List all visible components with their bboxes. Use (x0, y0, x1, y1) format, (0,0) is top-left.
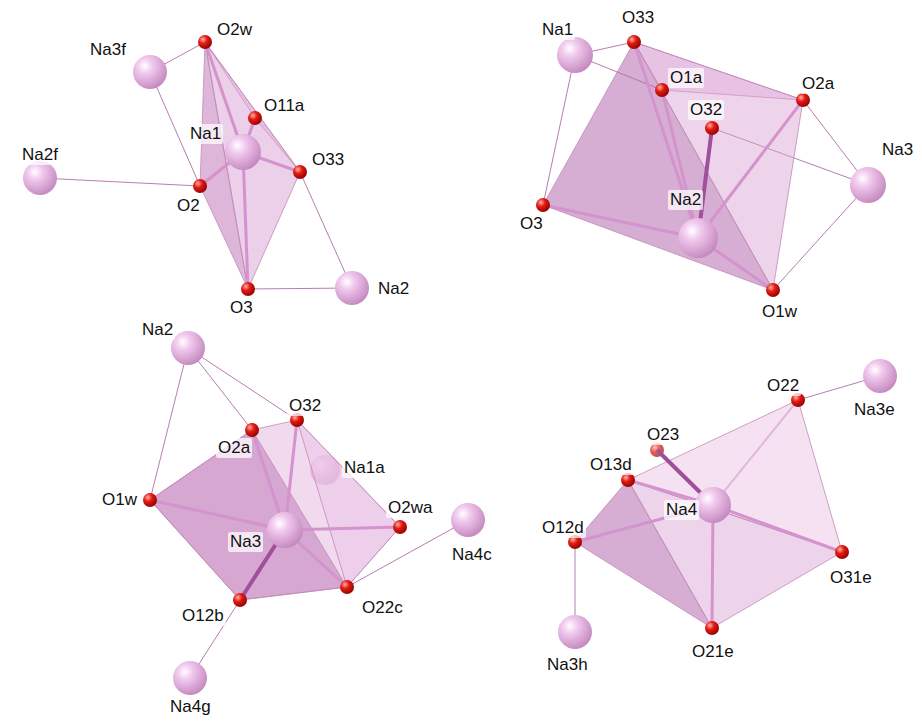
sodium-atom (133, 55, 167, 89)
bond (150, 500, 285, 530)
sodium-atom (558, 615, 592, 649)
sodium-atom (863, 359, 897, 393)
atom-label: Na2 (376, 279, 411, 299)
atom-label: O22c (360, 598, 405, 618)
oxygen-atom (835, 545, 849, 559)
na3-polyhedron (143, 331, 485, 695)
oxygen-atom (340, 580, 354, 594)
sodium-atom (23, 161, 57, 195)
contact-line (188, 348, 297, 420)
polyhedron-face (634, 42, 803, 290)
atom-label: O1w (100, 490, 139, 510)
bond (713, 400, 798, 505)
sodium-atom (678, 218, 718, 258)
oxygen-atom (245, 423, 259, 437)
atom-label: Na3h (545, 655, 590, 675)
sodium-atom (451, 503, 485, 537)
atom-label: Na3 (228, 532, 263, 552)
sodium-atom (557, 37, 593, 73)
polyhedron-face (150, 420, 400, 600)
atom-label: O1w (760, 302, 799, 322)
atom-label: Na4 (664, 500, 699, 520)
oxygen-atom (627, 35, 641, 49)
oxygen-atom (621, 473, 635, 487)
sodium-atom (335, 271, 369, 305)
polyhedron-face (205, 42, 300, 289)
atom-label: Na2 (668, 190, 703, 210)
oxygen-atom (705, 621, 719, 635)
atom-label: Na3 (880, 140, 915, 160)
atom-label: O22 (765, 376, 801, 396)
atom-label: O2a (800, 74, 836, 94)
oxygen-atom (233, 593, 247, 607)
atom-label: Na1 (188, 124, 223, 144)
oxygen-atom (241, 282, 255, 296)
sodium-atom (173, 661, 207, 695)
oxygen-atom (393, 520, 407, 534)
atom-label: O31e (828, 568, 874, 588)
bond (713, 505, 842, 552)
oxygen-atom (766, 283, 780, 297)
oxygen-atom (198, 35, 212, 49)
contact-line (40, 178, 200, 186)
atom-label: O11a (262, 96, 306, 116)
atom-label: O23 (645, 425, 681, 445)
oxygen-atom (193, 179, 207, 193)
na2-polyhedron (536, 35, 886, 297)
atom-label: O12d (540, 518, 586, 538)
oxygen-atom (796, 93, 810, 107)
sodium-atom (695, 487, 731, 523)
bond (243, 152, 248, 289)
contact-line (150, 348, 188, 500)
polyhedron-face (297, 420, 400, 587)
atom-label: Na4c (450, 545, 494, 565)
atom-label: O3 (228, 298, 255, 318)
oxygen-atom (655, 83, 669, 97)
na1-polyhedron (23, 35, 369, 305)
oxygen-atom (536, 198, 550, 212)
atom-label: O12b (180, 606, 226, 626)
atom-label: Na2 (140, 320, 175, 340)
atom-label: O2wa (386, 498, 434, 518)
atom-label: Na1 (540, 20, 575, 40)
atom-label: O2a (216, 438, 252, 458)
atom-label: O1a (668, 68, 704, 88)
sodium-atom (267, 512, 303, 548)
atom-label: O32 (287, 396, 323, 416)
oxygen-atom (705, 121, 719, 135)
atom-label: O2 (175, 196, 202, 216)
atom-label: Na4g (168, 697, 213, 717)
oxygen-atom (248, 111, 262, 125)
atom-label: Na3f (88, 40, 128, 60)
sodium-atom (225, 134, 261, 170)
atom-label: O2w (215, 20, 254, 40)
atom-label: O32 (688, 100, 724, 120)
atom-label: O21e (690, 642, 736, 662)
oxygen-atom (143, 493, 157, 507)
polyhedron-face (628, 480, 842, 628)
atom-label: O3 (518, 214, 545, 234)
atom-label: Na3e (852, 400, 897, 420)
sodium-atom (850, 167, 886, 203)
atom-label: Na2f (20, 145, 60, 165)
na4-polyhedron (558, 359, 897, 649)
bond (712, 505, 713, 628)
atom-label: O13d (588, 455, 634, 475)
atom-label: Na1a (342, 458, 387, 478)
atom-label: O33 (620, 8, 656, 28)
contact-line (300, 172, 352, 288)
sodium-atom (171, 331, 205, 365)
atom-label: O33 (310, 150, 346, 170)
bond (698, 100, 803, 238)
oxygen-atom (293, 165, 307, 179)
